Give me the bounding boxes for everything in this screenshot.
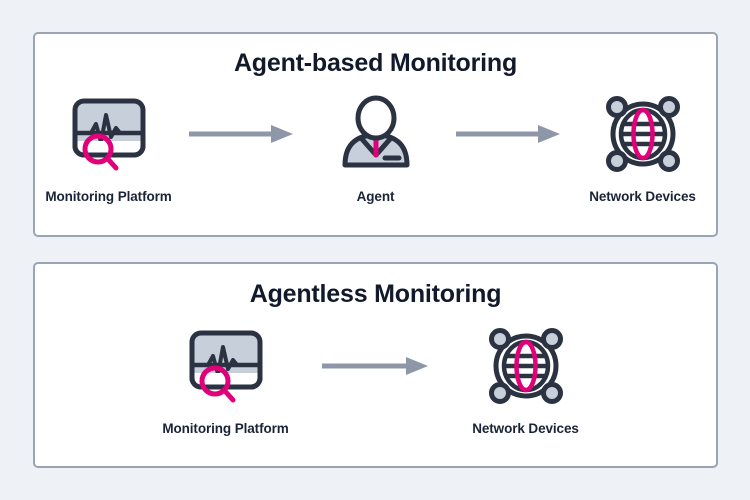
node-network-devices[interactable]: Network Devices xyxy=(441,324,611,436)
node-monitoring-platform[interactable]: Monitoring Platform xyxy=(35,92,182,204)
panel-agent-based-monitoring: Agent-based Monitoring Monitoring Platfo… xyxy=(33,32,718,237)
network-devices-globe-icon xyxy=(597,92,689,176)
node-label-network-devices: Network Devices xyxy=(472,421,579,436)
agent-person-icon xyxy=(335,92,417,176)
node-agent[interactable]: Agent xyxy=(302,92,449,204)
flow-agent-based: Monitoring Platform xyxy=(35,92,716,204)
arrow-agent-to-devices xyxy=(449,92,569,176)
node-label-agent: Agent xyxy=(356,189,395,204)
panel-title-agentless: Agentless Monitoring xyxy=(249,280,502,308)
panel-title-agent-based: Agent-based Monitoring xyxy=(233,49,518,77)
monitoring-platform-icon xyxy=(59,92,159,176)
arrow-platform-to-agent xyxy=(182,92,302,176)
node-label-monitoring-platform: Monitoring Platform xyxy=(162,421,289,436)
flow-agentless: Monitoring Platform xyxy=(35,324,716,436)
node-monitoring-platform[interactable]: Monitoring Platform xyxy=(141,324,311,436)
node-label-network-devices: Network Devices xyxy=(589,189,696,204)
node-network-devices[interactable]: Network Devices xyxy=(569,92,716,204)
network-devices-globe-icon xyxy=(480,324,572,408)
monitoring-platform-icon xyxy=(176,324,276,408)
node-label-monitoring-platform: Monitoring Platform xyxy=(45,189,172,204)
arrow-platform-to-devices xyxy=(311,324,441,408)
panel-agentless-monitoring: Agentless Monitoring Monitoring Platform xyxy=(33,262,718,468)
